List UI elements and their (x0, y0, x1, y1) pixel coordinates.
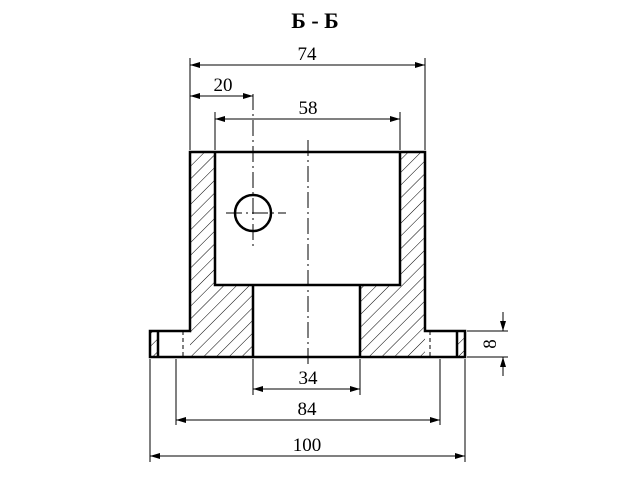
dimension-lines (150, 62, 506, 459)
center-lines (182, 94, 431, 368)
dim-label-8: 8 (480, 339, 501, 349)
dim-label-100: 100 (293, 435, 322, 456)
section-hatching (150, 152, 465, 357)
dim-label-58: 58 (299, 98, 318, 119)
dim-label-84: 84 (298, 399, 318, 420)
dim-label-74: 74 (298, 44, 318, 65)
dim-label-34: 34 (299, 368, 319, 389)
dim-label-20: 20 (214, 75, 233, 96)
extension-lines (149, 58, 508, 462)
section-title: Б - Б (291, 8, 338, 33)
